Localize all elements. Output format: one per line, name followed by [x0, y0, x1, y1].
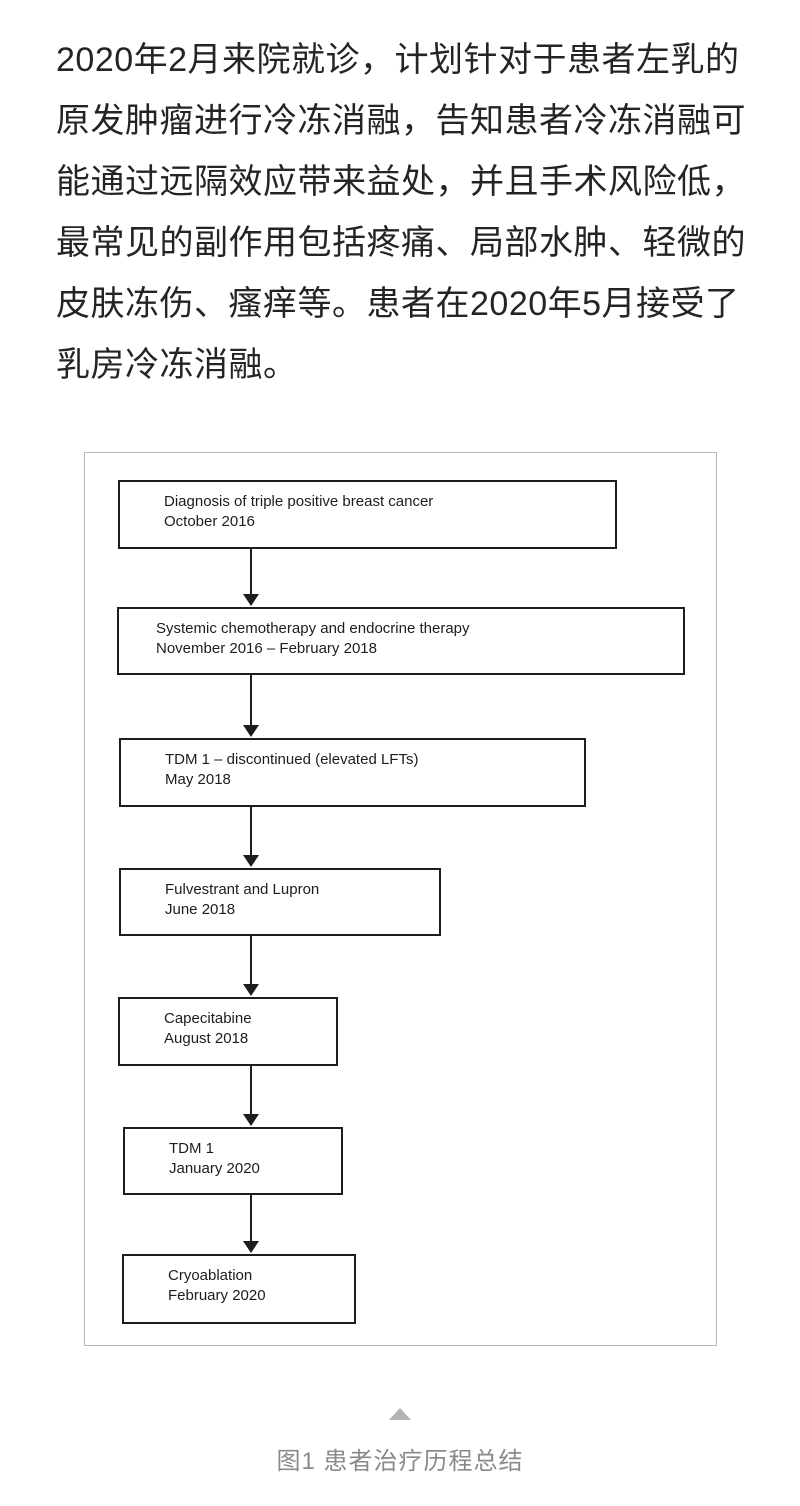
- paragraph-line: 最常见的副作用包括疼痛、局部水肿、轻微的: [56, 224, 746, 262]
- step-date: October 2016: [164, 513, 255, 530]
- flowchart-step-fulvestrant-lupron: Fulvestrant and Lupron June 2018: [119, 868, 441, 936]
- flow-arrow-down-icon: [243, 1195, 259, 1253]
- paragraph-line: 乳房冷冻消融。: [56, 346, 298, 384]
- treatment-timeline-figure: Diagnosis of triple positive breast canc…: [84, 452, 717, 1346]
- flowchart-step-cryoablation: Cryoablation February 2020: [122, 1254, 356, 1324]
- flow-arrow-down-icon: [243, 936, 259, 996]
- paragraph-line: 皮肤冻伤、瘙痒等。患者在2020年5月接受了: [56, 285, 740, 323]
- paragraph-line: 能通过远隔效应带来益处，并且手术风险低，: [56, 163, 746, 201]
- arrow-head: [243, 725, 259, 737]
- arrow-shaft: [250, 549, 252, 594]
- arrow-shaft: [250, 1195, 252, 1241]
- arrow-shaft: [250, 1066, 252, 1114]
- step-title: Systemic chemotherapy and endocrine ther…: [156, 620, 470, 637]
- flowchart-step-tdm1: TDM 1 January 2020: [123, 1127, 343, 1195]
- step-title: Diagnosis of triple positive breast canc…: [164, 493, 434, 510]
- arrow-head: [243, 594, 259, 606]
- step-date: November 2016 – February 2018: [156, 640, 377, 657]
- step-date: June 2018: [165, 901, 236, 918]
- flowchart-step-diagnosis: Diagnosis of triple positive breast canc…: [118, 480, 617, 549]
- flow-arrow-down-icon: [243, 549, 259, 606]
- arrow-head: [243, 855, 259, 867]
- step-title: Fulvestrant and Lupron: [165, 881, 320, 898]
- figure-caption: 图1 患者治疗历程总结: [276, 1448, 524, 1475]
- flow-arrow-down-icon: [243, 675, 259, 737]
- flowchart-step-chemotherapy: Systemic chemotherapy and endocrine ther…: [117, 607, 685, 675]
- arrow-shaft: [250, 807, 252, 855]
- step-title: Capecitabine: [164, 1010, 252, 1027]
- flow-arrow-down-icon: [243, 807, 259, 867]
- flowchart-step-tdm1-discontinued: TDM 1 – discontinued (elevated LFTs) May…: [119, 738, 586, 807]
- triangle-up-icon: [389, 1408, 411, 1420]
- arrow-head: [243, 1114, 259, 1126]
- arrow-shaft: [250, 675, 252, 725]
- step-title: TDM 1: [169, 1140, 214, 1157]
- step-date: February 2020: [168, 1287, 266, 1304]
- flow-arrow-down-icon: [243, 1066, 259, 1126]
- step-date: August 2018: [164, 1030, 249, 1047]
- arrow-head: [243, 1241, 259, 1253]
- step-title: TDM 1 – discontinued (elevated LFTs): [165, 751, 419, 768]
- step-date: January 2020: [169, 1160, 260, 1177]
- step-title: Cryoablation: [168, 1267, 253, 1284]
- paragraph-line: 2020年2月来院就诊，计划针对于患者左乳的: [56, 41, 740, 79]
- paragraph-line: 原发肿瘤进行冷冻消融，告知患者冷冻消融可: [56, 102, 746, 140]
- case-description-paragraph: 2020年2月来院就诊，计划针对于患者左乳的 原发肿瘤进行冷冻消融，告知患者冷冻…: [56, 30, 756, 396]
- arrow-head: [243, 984, 259, 996]
- arrow-shaft: [250, 936, 252, 984]
- flowchart-step-capecitabine: Capecitabine August 2018: [118, 997, 338, 1066]
- step-date: May 2018: [165, 771, 231, 788]
